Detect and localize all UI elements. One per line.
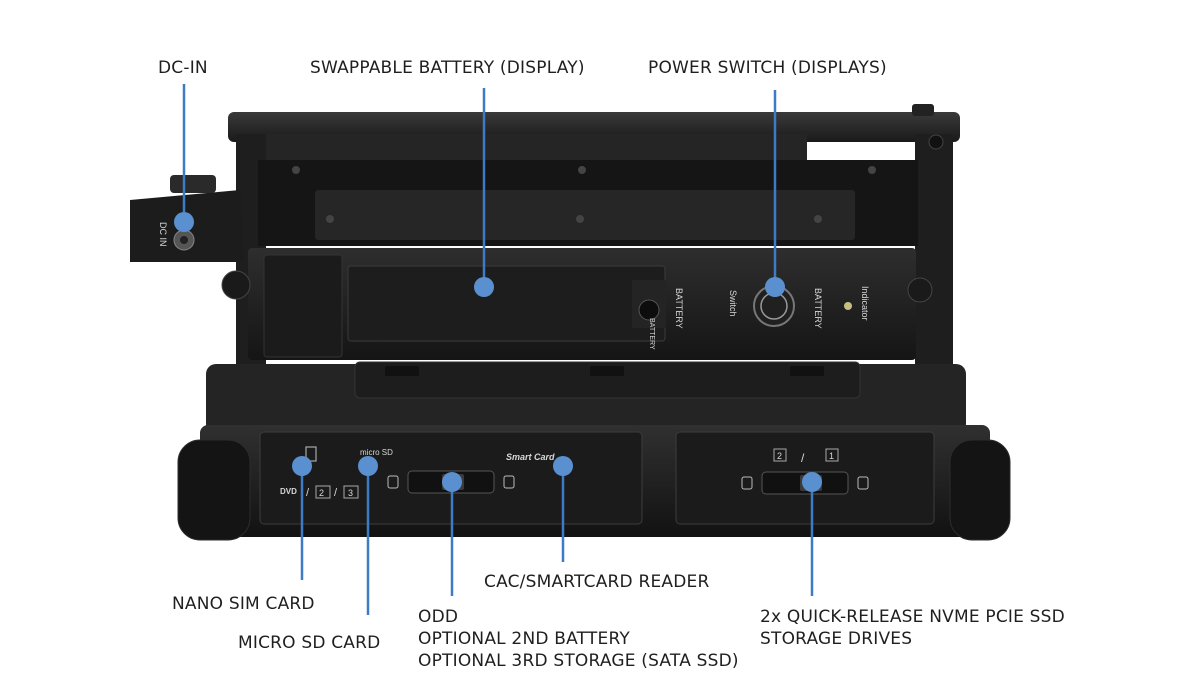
marking-switch: Switch xyxy=(728,290,738,317)
callout-dot-nvme xyxy=(802,472,822,492)
callout-dot-battery xyxy=(474,277,494,297)
callout-dot-power xyxy=(765,277,785,297)
label-odd-line-3: OPTIONAL 3RD STORAGE (SATA SSD) xyxy=(418,651,739,671)
marking-slash-left: / xyxy=(306,487,310,499)
marking-battery-small: BATTERY xyxy=(648,318,655,350)
callout-dot-nano-sim xyxy=(292,456,312,476)
marking-micro-sd: micro SD xyxy=(360,448,393,457)
label-power-switch: POWER SWITCH (DISPLAYS) xyxy=(648,58,887,78)
marking-slash-left2: / xyxy=(334,487,338,499)
label-dc-in: DC-IN xyxy=(158,58,208,78)
marking-slot-1: 1 xyxy=(829,451,834,461)
marking-dc-in: DC IN xyxy=(158,222,168,247)
callout-lines xyxy=(182,84,814,615)
callout-dot-odd xyxy=(442,472,462,492)
label-odd: ODD OPTIONAL 2ND BATTERY OPTIONAL 3RD ST… xyxy=(418,606,739,672)
callout-dot-dc-in xyxy=(174,212,194,232)
label-nvme-line-1: 2x QUICK-RELEASE NVME PCIE SSD xyxy=(760,607,1065,627)
marking-battery-right: BATTERY xyxy=(813,288,823,329)
indicator-led xyxy=(844,302,852,310)
marking-slot-2: 2 xyxy=(777,451,782,461)
label-nano-sim: NANO SIM CARD xyxy=(172,594,315,614)
label-micro-sd: MICRO SD CARD xyxy=(238,633,381,653)
label-odd-line-1: ODD xyxy=(418,607,459,627)
battery-door xyxy=(347,265,666,342)
marking-dvd: DVD xyxy=(280,487,297,496)
callout-dots xyxy=(174,212,822,492)
marking-indicator: Indicator xyxy=(860,286,870,321)
label-cac-reader: CAC/SMARTCARD READER xyxy=(484,572,710,592)
label-swappable-battery: SWAPPABLE BATTERY (DISPLAY) xyxy=(310,58,585,78)
marking-battery-left: BATTERY xyxy=(674,288,684,329)
label-odd-line-2: OPTIONAL 2ND BATTERY xyxy=(418,629,630,649)
marking-smart-card: Smart Card xyxy=(506,452,555,462)
marking-bay-3: 3 xyxy=(348,488,353,498)
marking-slash-right: / xyxy=(801,451,805,465)
display-housing: BATTERY BATTERY Switch BATTERY Indicator… xyxy=(130,104,960,364)
callout-dot-cac xyxy=(553,456,573,476)
marking-bay-2: 2 xyxy=(319,488,324,498)
callout-dot-micro-sd xyxy=(358,456,378,476)
label-nvme: 2x QUICK-RELEASE NVME PCIE SSD STORAGE D… xyxy=(760,606,1065,650)
label-nvme-line-2: STORAGE DRIVES xyxy=(760,629,913,649)
